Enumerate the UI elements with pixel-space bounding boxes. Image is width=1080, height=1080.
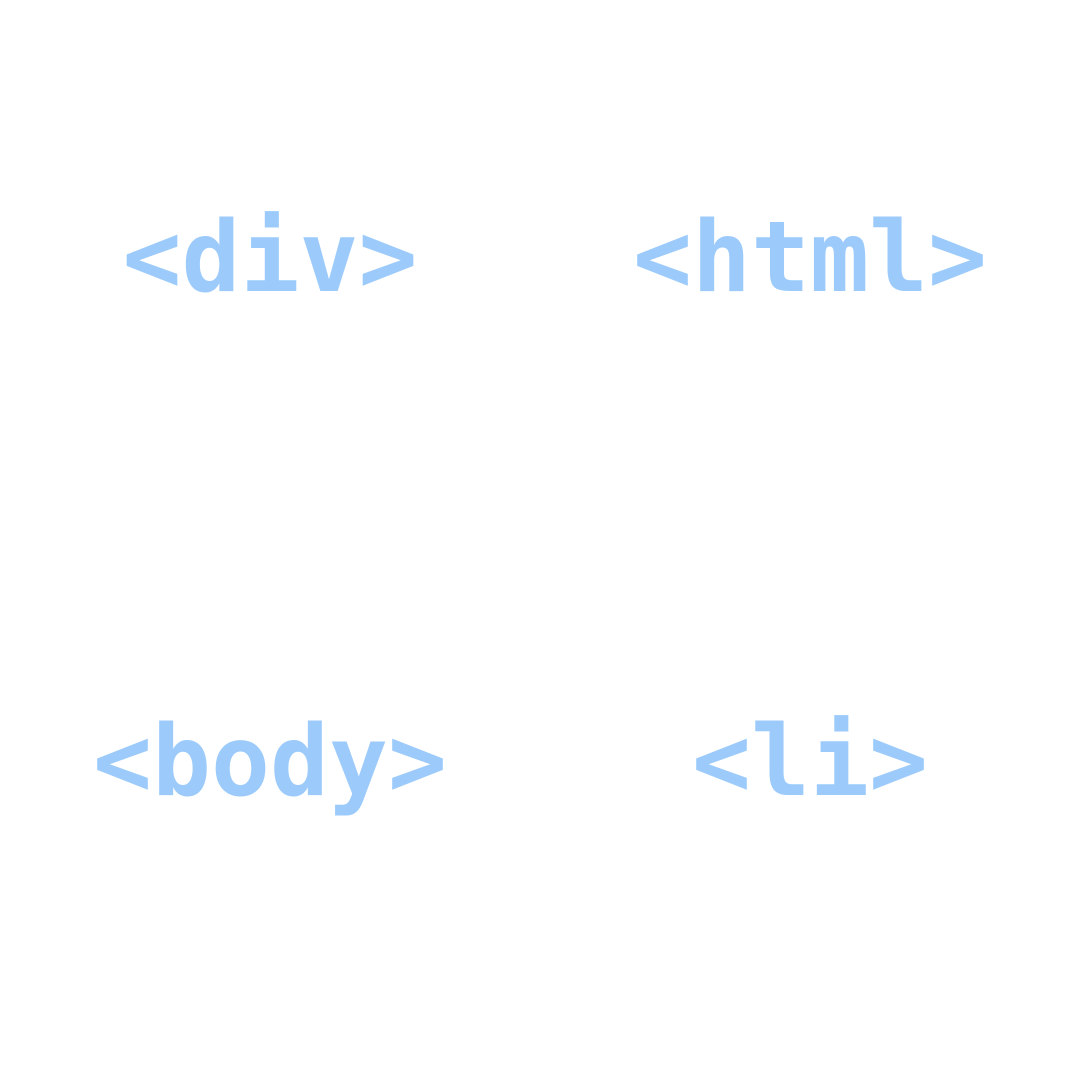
body-tag-label: <body> (92, 705, 448, 819)
html-tag-label: <html> (632, 201, 988, 315)
div-tag-label: <div> (122, 201, 418, 315)
li-tag-label: <li> (691, 705, 929, 819)
